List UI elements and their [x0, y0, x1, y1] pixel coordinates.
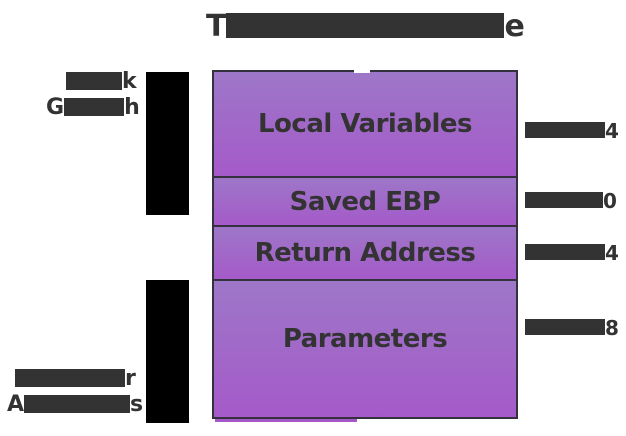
bottom-border-strip [215, 419, 357, 422]
title-visible-prefix: T [206, 9, 227, 44]
offset-label-redaction-bar [525, 244, 605, 260]
higher-addresses-line2-prefix: A [7, 392, 25, 417]
stack-growth-line2-prefix: G [46, 95, 65, 120]
stack-box-label: Return Address [254, 238, 476, 268]
stack-frame: Local Variables Saved EBP Return Address… [212, 70, 518, 419]
stack-growth-line1-suffix: k [122, 69, 137, 94]
stack-growth-arrow [146, 72, 189, 215]
stack-box-return-address: Return Address [212, 225, 518, 281]
higher-addresses-line2-redaction-bar [24, 395, 131, 413]
higher-addresses-label-line1: r [15, 368, 136, 390]
stack-box-local-variables: Local Variables [212, 70, 518, 178]
offset-label-local-variables: 4 [525, 120, 619, 141]
stack-box-label: Local Variables [257, 109, 473, 139]
stack-box-saved-ebp: Saved EBP [212, 176, 518, 227]
offset-label-redaction-bar [525, 319, 605, 335]
offset-label-parameters: 8 [525, 317, 619, 338]
offset-label-suffix: 4 [605, 119, 619, 143]
stack-box-label: Saved EBP [289, 186, 441, 217]
stack-growth-line1-redaction-bar [66, 72, 122, 90]
stack-growth-line2-redaction-bar [64, 98, 125, 116]
higher-addresses-line1-suffix: r [125, 366, 136, 391]
title-redaction-bar [226, 13, 505, 38]
offset-label-return-address: 4 [525, 242, 619, 263]
offset-label-suffix: 0 [603, 189, 617, 213]
stack-growth-line2-suffix: h [124, 95, 140, 120]
offset-label-suffix: 8 [605, 316, 619, 340]
stack-box-parameters: Parameters [212, 279, 518, 419]
stack-box-label: Parameters [282, 324, 448, 354]
offset-label-saved-ebp: 0 [525, 190, 617, 211]
top-border-notch [354, 67, 370, 73]
higher-addresses-arrow [146, 280, 189, 423]
offset-label-redaction-bar [525, 192, 603, 208]
title-visible-suffix: e [504, 9, 525, 44]
offset-label-suffix: 4 [605, 241, 619, 265]
higher-addresses-line1-redaction-bar [15, 369, 125, 387]
stack-growth-label-line1: k [66, 71, 137, 93]
offset-label-redaction-bar [525, 122, 605, 138]
higher-addresses-line2-suffix: s [130, 392, 144, 417]
